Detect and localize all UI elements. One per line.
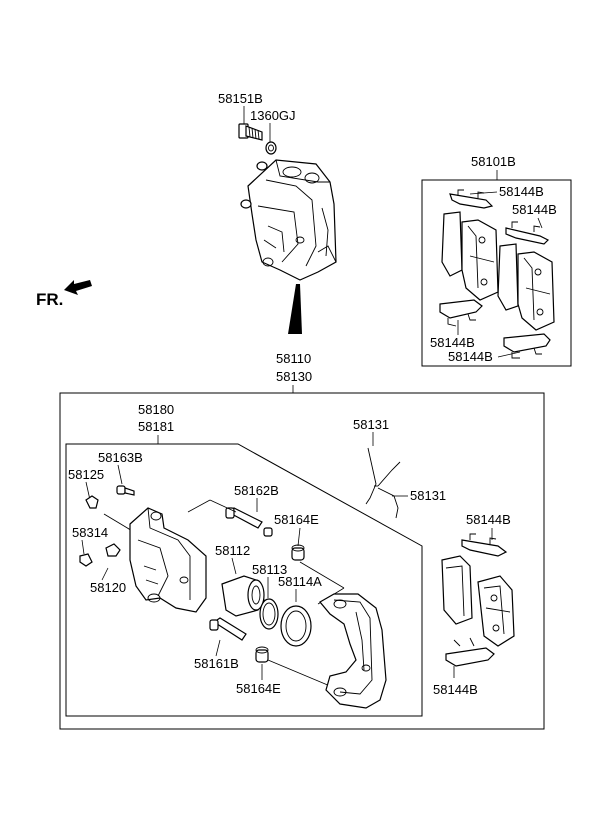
label-58180: 58180 bbox=[138, 402, 174, 417]
pad-kit-drawing bbox=[439, 189, 555, 359]
dust-boot-part bbox=[280, 605, 312, 647]
label-kit-58144b-1: 58144B bbox=[499, 184, 544, 199]
label-58314: 58314 bbox=[72, 525, 108, 540]
bleeder-screw-part bbox=[265, 141, 277, 155]
label-58164e-top: 58164E bbox=[274, 512, 319, 527]
label-58120: 58120 bbox=[90, 580, 126, 595]
label-58112: 58112 bbox=[215, 543, 250, 558]
label-kit-58144b-3: 58144B bbox=[430, 335, 475, 350]
lower-guide-pin-part bbox=[209, 617, 247, 641]
carrier-assembly-box bbox=[65, 443, 423, 717]
label-58131-right: 58131 bbox=[410, 488, 446, 503]
label-58151b: 58151B bbox=[218, 91, 263, 106]
label-58114a: 58114A bbox=[278, 574, 322, 589]
front-arrow-icon bbox=[64, 280, 92, 295]
label-58161b: 58161B bbox=[194, 656, 239, 671]
label-58131-top: 58131 bbox=[353, 417, 389, 432]
label-58110: 58110 bbox=[276, 351, 311, 366]
front-direction-indicator: FR. bbox=[36, 280, 92, 309]
anti-rattle-spring-part bbox=[365, 447, 401, 519]
label-pads-58144b-top: 58144B bbox=[466, 512, 511, 527]
caliper-assembly-box bbox=[59, 392, 545, 730]
pointer-wedge bbox=[288, 284, 302, 334]
label-58101b: 58101B bbox=[471, 154, 516, 169]
label-58113: 58113 bbox=[252, 562, 287, 577]
front-direction-label: FR. bbox=[36, 290, 63, 309]
label-58163b: 58163B bbox=[98, 450, 143, 465]
caliper-internals-drawing bbox=[79, 485, 387, 709]
bleeder-bolt-part bbox=[116, 485, 135, 496]
label-kit-58144b-2: 58144B bbox=[512, 202, 557, 217]
caliper-bracket-part bbox=[319, 593, 387, 709]
label-58130: 58130 bbox=[276, 369, 312, 384]
brake-pads-drawing bbox=[441, 533, 515, 667]
caliper-body-part bbox=[129, 507, 207, 613]
label-58125: 58125 bbox=[68, 467, 104, 482]
pad-kit-box bbox=[421, 179, 572, 367]
label-1360gj: 1360GJ bbox=[250, 108, 296, 123]
upper-pin-boot-part bbox=[291, 544, 305, 561]
piston-part bbox=[221, 575, 265, 617]
upper-guide-pin-part bbox=[225, 507, 273, 537]
label-58162b: 58162B bbox=[234, 483, 279, 498]
label-58164e-bottom: 58164E bbox=[236, 681, 281, 696]
label-58181: 58181 bbox=[138, 419, 174, 434]
label-pads-58144b-bottom: 58144B bbox=[433, 682, 478, 697]
lower-pin-boot-part bbox=[255, 646, 269, 663]
label-kit-58144b-4: 58144B bbox=[448, 349, 493, 364]
upper-caliper-drawing bbox=[238, 123, 337, 334]
caliper-housing-part bbox=[240, 159, 337, 281]
guide-bolt-part bbox=[238, 123, 263, 141]
